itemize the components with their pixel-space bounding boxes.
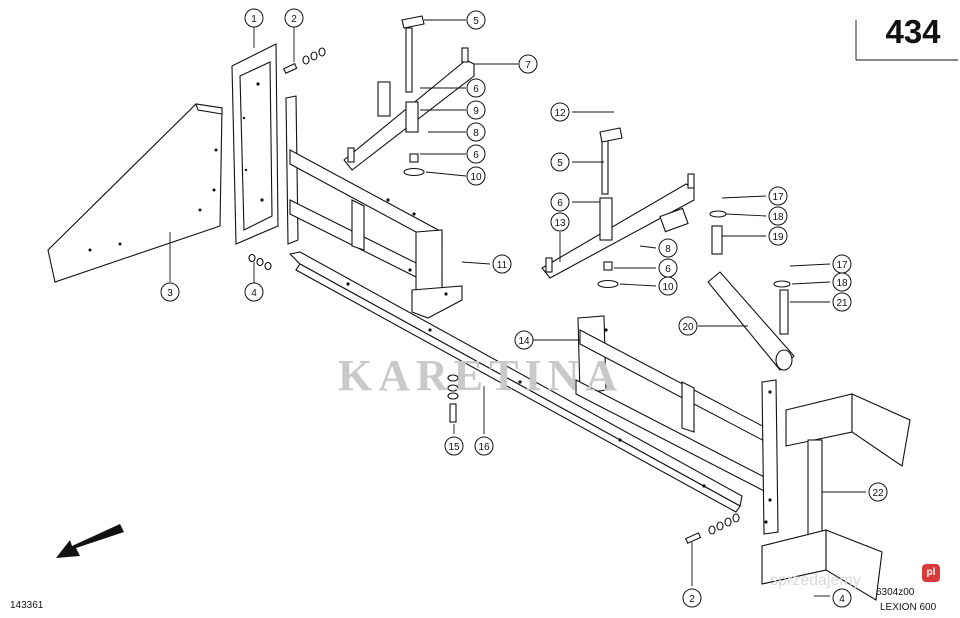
callout-2: 2 xyxy=(689,594,695,605)
part-13-bracket xyxy=(541,127,695,289)
watermark-text: KARETINA xyxy=(338,351,624,400)
part-16-beam xyxy=(288,251,743,513)
callout-4: 4 xyxy=(839,594,845,605)
callout-20: 20 xyxy=(682,322,694,333)
callout-6: 6 xyxy=(665,264,671,275)
part-20-arm xyxy=(707,210,795,371)
callout-17: 17 xyxy=(772,192,784,203)
drawing-code: 6304z00 xyxy=(876,587,915,598)
callout-15: 15 xyxy=(448,442,460,453)
callout-8: 8 xyxy=(473,128,479,139)
site-badge-icon: pl xyxy=(922,564,940,582)
callout-5: 5 xyxy=(473,16,479,27)
part-3-side-plate xyxy=(47,103,223,283)
model-name: LEXION 600 xyxy=(880,602,937,613)
callout-4: 4 xyxy=(251,288,257,299)
callout-18: 18 xyxy=(772,212,784,223)
document-number: 143361 xyxy=(10,600,44,611)
part-22-bracket xyxy=(761,393,911,601)
part-14-frame xyxy=(575,315,779,535)
part-11-frame xyxy=(285,95,463,319)
callout-10: 10 xyxy=(470,172,482,183)
callout-1: 1 xyxy=(251,14,257,25)
callout-6: 6 xyxy=(473,150,479,161)
callout-17: 17 xyxy=(836,260,848,271)
callout-6: 6 xyxy=(557,198,563,209)
callout-6: 6 xyxy=(473,84,479,95)
callout-10: 10 xyxy=(662,282,674,293)
site-watermark: sprzedajemy xyxy=(770,572,861,589)
part-15-bolt xyxy=(447,374,459,423)
callout-13: 13 xyxy=(554,218,566,229)
callout-22: 22 xyxy=(872,488,884,499)
callout-18: 18 xyxy=(836,278,848,289)
callout-5: 5 xyxy=(557,158,563,169)
callout-bubbles: 1 2 3 4 5 6 7 9 8 6 10 11 12 5 6 13 8 6 … xyxy=(160,8,888,608)
page-number: 434 xyxy=(885,13,941,50)
callout-8: 8 xyxy=(665,244,671,255)
callout-16: 16 xyxy=(478,442,490,453)
direction-arrow-icon xyxy=(56,524,124,558)
callout-19: 19 xyxy=(772,232,784,243)
callout-12: 12 xyxy=(554,108,566,119)
part-4-nuts xyxy=(248,253,272,271)
callout-3: 3 xyxy=(167,288,173,299)
callout-2: 2 xyxy=(291,14,297,25)
part-2-bolt xyxy=(282,47,326,74)
callout-7: 7 xyxy=(525,60,531,71)
callout-11: 11 xyxy=(497,260,508,271)
callout-9: 9 xyxy=(473,106,479,117)
callout-14: 14 xyxy=(518,336,530,347)
part-2-bolt-lower xyxy=(684,513,740,544)
part-7-bracket xyxy=(343,15,475,177)
callout-21: 21 xyxy=(836,298,848,309)
leader-lines xyxy=(169,19,866,597)
part-1-vertical-plate xyxy=(231,43,279,245)
